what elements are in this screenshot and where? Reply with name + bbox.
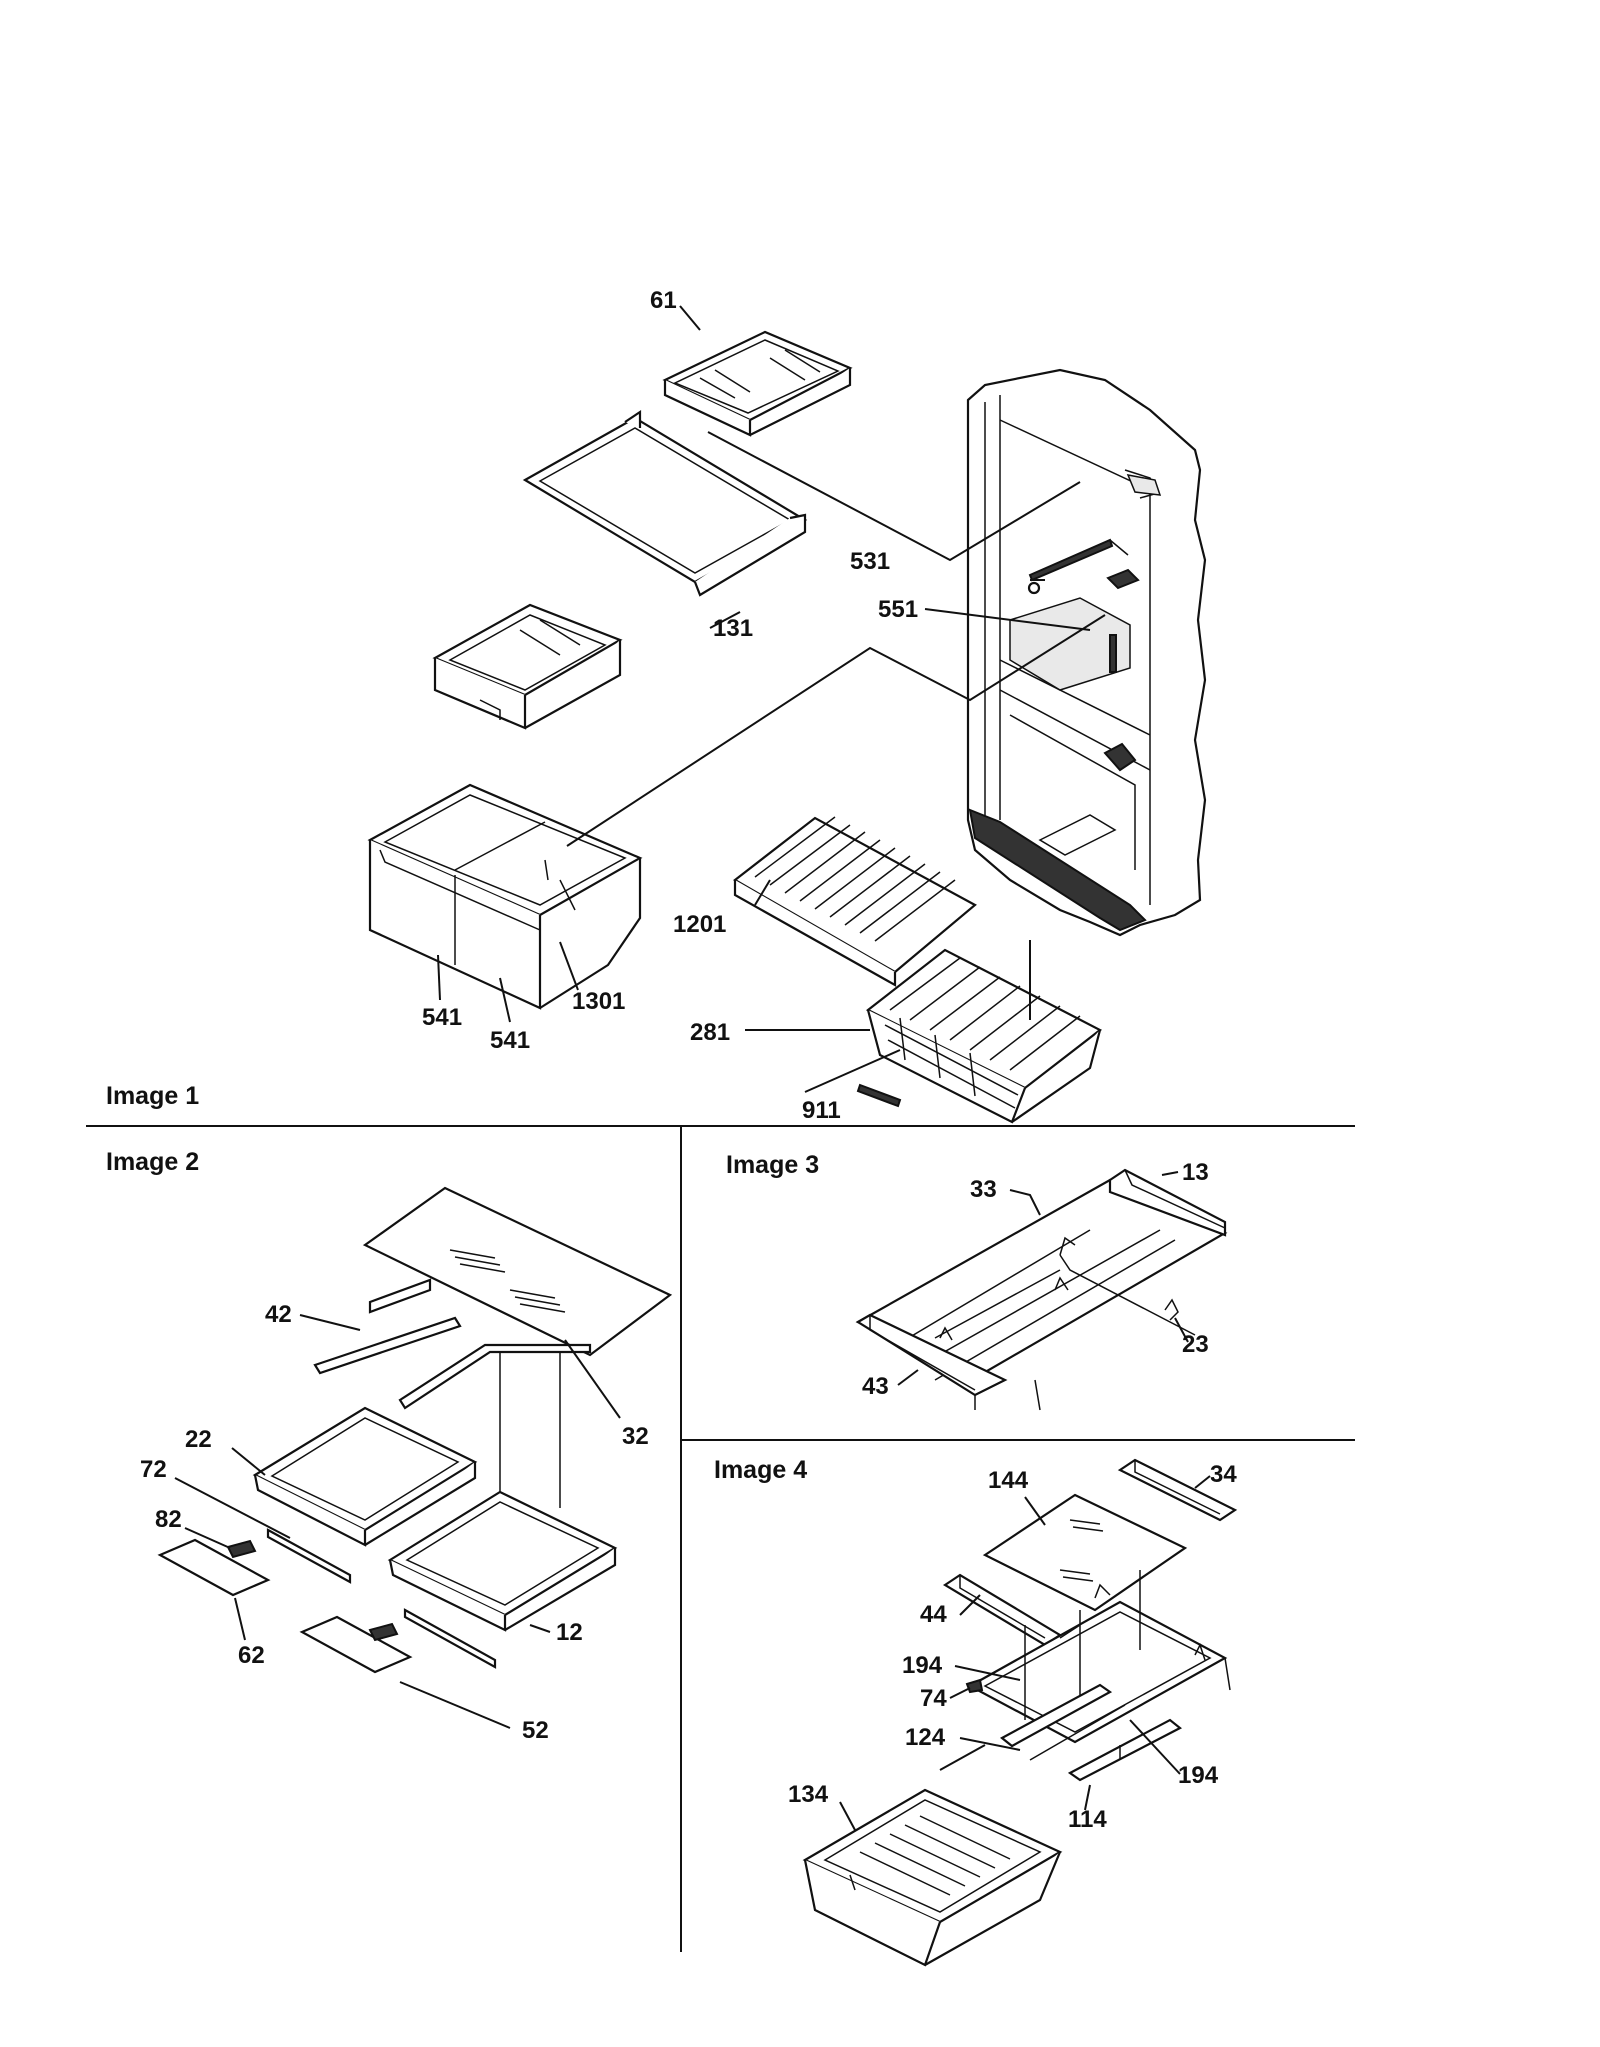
callout-23: 23 (1182, 1331, 1209, 1358)
callout-44: 44 (920, 1601, 947, 1628)
part-72-slide-rail (266, 1528, 352, 1584)
callout-74: 74 (920, 1685, 947, 1712)
callout-32: 32 (622, 1423, 649, 1450)
callout-551: 551 (878, 596, 918, 623)
part-42-rails (313, 1278, 592, 1508)
callout-13: 13 (1182, 1159, 1209, 1186)
part-22-drawer-frame (252, 1406, 478, 1547)
part-43-front-rail (855, 1313, 1008, 1397)
callout-281: 281 (690, 1019, 730, 1046)
image-1-panel: Image 1 (106, 287, 1207, 1124)
callout-34: 34 (1210, 1461, 1237, 1488)
callout-131: 131 (713, 615, 753, 642)
crisper-frame-assembly (967, 1570, 1231, 1761)
callout-124: 124 (905, 1724, 946, 1751)
callout-42: 42 (265, 1301, 292, 1328)
part-62-front-cover (157, 1538, 271, 1597)
callout-1301: 1301 (572, 988, 625, 1015)
crisper-drawer-pair (367, 783, 643, 1010)
part-281-wire-basket (865, 948, 1103, 1124)
part-134-crisper-drawer (802, 1788, 1063, 1967)
part-131-glass-shelf (522, 409, 808, 597)
small-crisper-drawer (432, 603, 623, 730)
callout-82: 82 (155, 1506, 182, 1533)
image-3-panel: Image 3 33 13 (726, 1151, 1228, 1411)
part-52-front-cover (299, 1608, 497, 1674)
callout-541-left: 541 (422, 1004, 462, 1031)
part-1201-wire-shelf (733, 816, 977, 987)
callout-194-upper: 194 (902, 1652, 943, 1679)
part-44-front-rail (942, 1573, 1063, 1647)
part-124-rail (1000, 1683, 1113, 1748)
callout-541-right: 541 (490, 1027, 530, 1054)
image-3-leader-lines (897, 1171, 1189, 1386)
image-1-leader-lines (437, 305, 1106, 1093)
part-12-drawer-frame (387, 1490, 618, 1632)
refrigerator-cabinet (966, 368, 1207, 937)
callout-22: 22 (185, 1426, 212, 1453)
callout-531: 531 (850, 548, 890, 575)
part-34-rear-rail (1117, 1458, 1238, 1522)
panel-dividers (86, 1125, 1355, 1952)
image-4-panel: Image 4 (714, 1456, 1238, 1967)
callout-43: 43 (862, 1373, 889, 1400)
part-911-clip (856, 1083, 902, 1108)
part-23-side-clip (939, 1276, 1179, 1341)
callout-61: 61 (650, 287, 677, 314)
part-61-shelf (662, 330, 853, 437)
image-4-title: Image 4 (714, 1456, 807, 1484)
part-82-bracket (226, 1539, 257, 1559)
image-4-leader-lines (839, 1475, 1211, 1831)
callout-12: 12 (556, 1619, 583, 1646)
callout-1201: 1201 (673, 911, 726, 938)
image-3-title: Image 3 (726, 1151, 819, 1179)
callout-911: 911 (802, 1097, 841, 1124)
callout-33: 33 (970, 1176, 997, 1203)
part-74-slide (965, 1678, 984, 1694)
part-114-rail (1067, 1718, 1183, 1782)
image-2-panel: Image 2 (106, 1148, 673, 1744)
part-13-rear-rail (1108, 1168, 1227, 1237)
callout-144: 144 (988, 1467, 1029, 1494)
image-2-title: Image 2 (106, 1148, 199, 1176)
callout-114: 114 (1068, 1806, 1107, 1833)
callout-194-lower: 194 (1178, 1762, 1219, 1789)
part-32-glass-panel (362, 1186, 673, 1357)
image-1-title: Image 1 (106, 1082, 199, 1110)
part-144-glass-panel (982, 1493, 1188, 1612)
image-2-leader-lines (174, 1314, 621, 1729)
callout-134: 134 (788, 1781, 829, 1808)
callout-52: 52 (522, 1717, 549, 1744)
callout-62: 62 (238, 1642, 265, 1669)
callout-72: 72 (140, 1456, 167, 1483)
